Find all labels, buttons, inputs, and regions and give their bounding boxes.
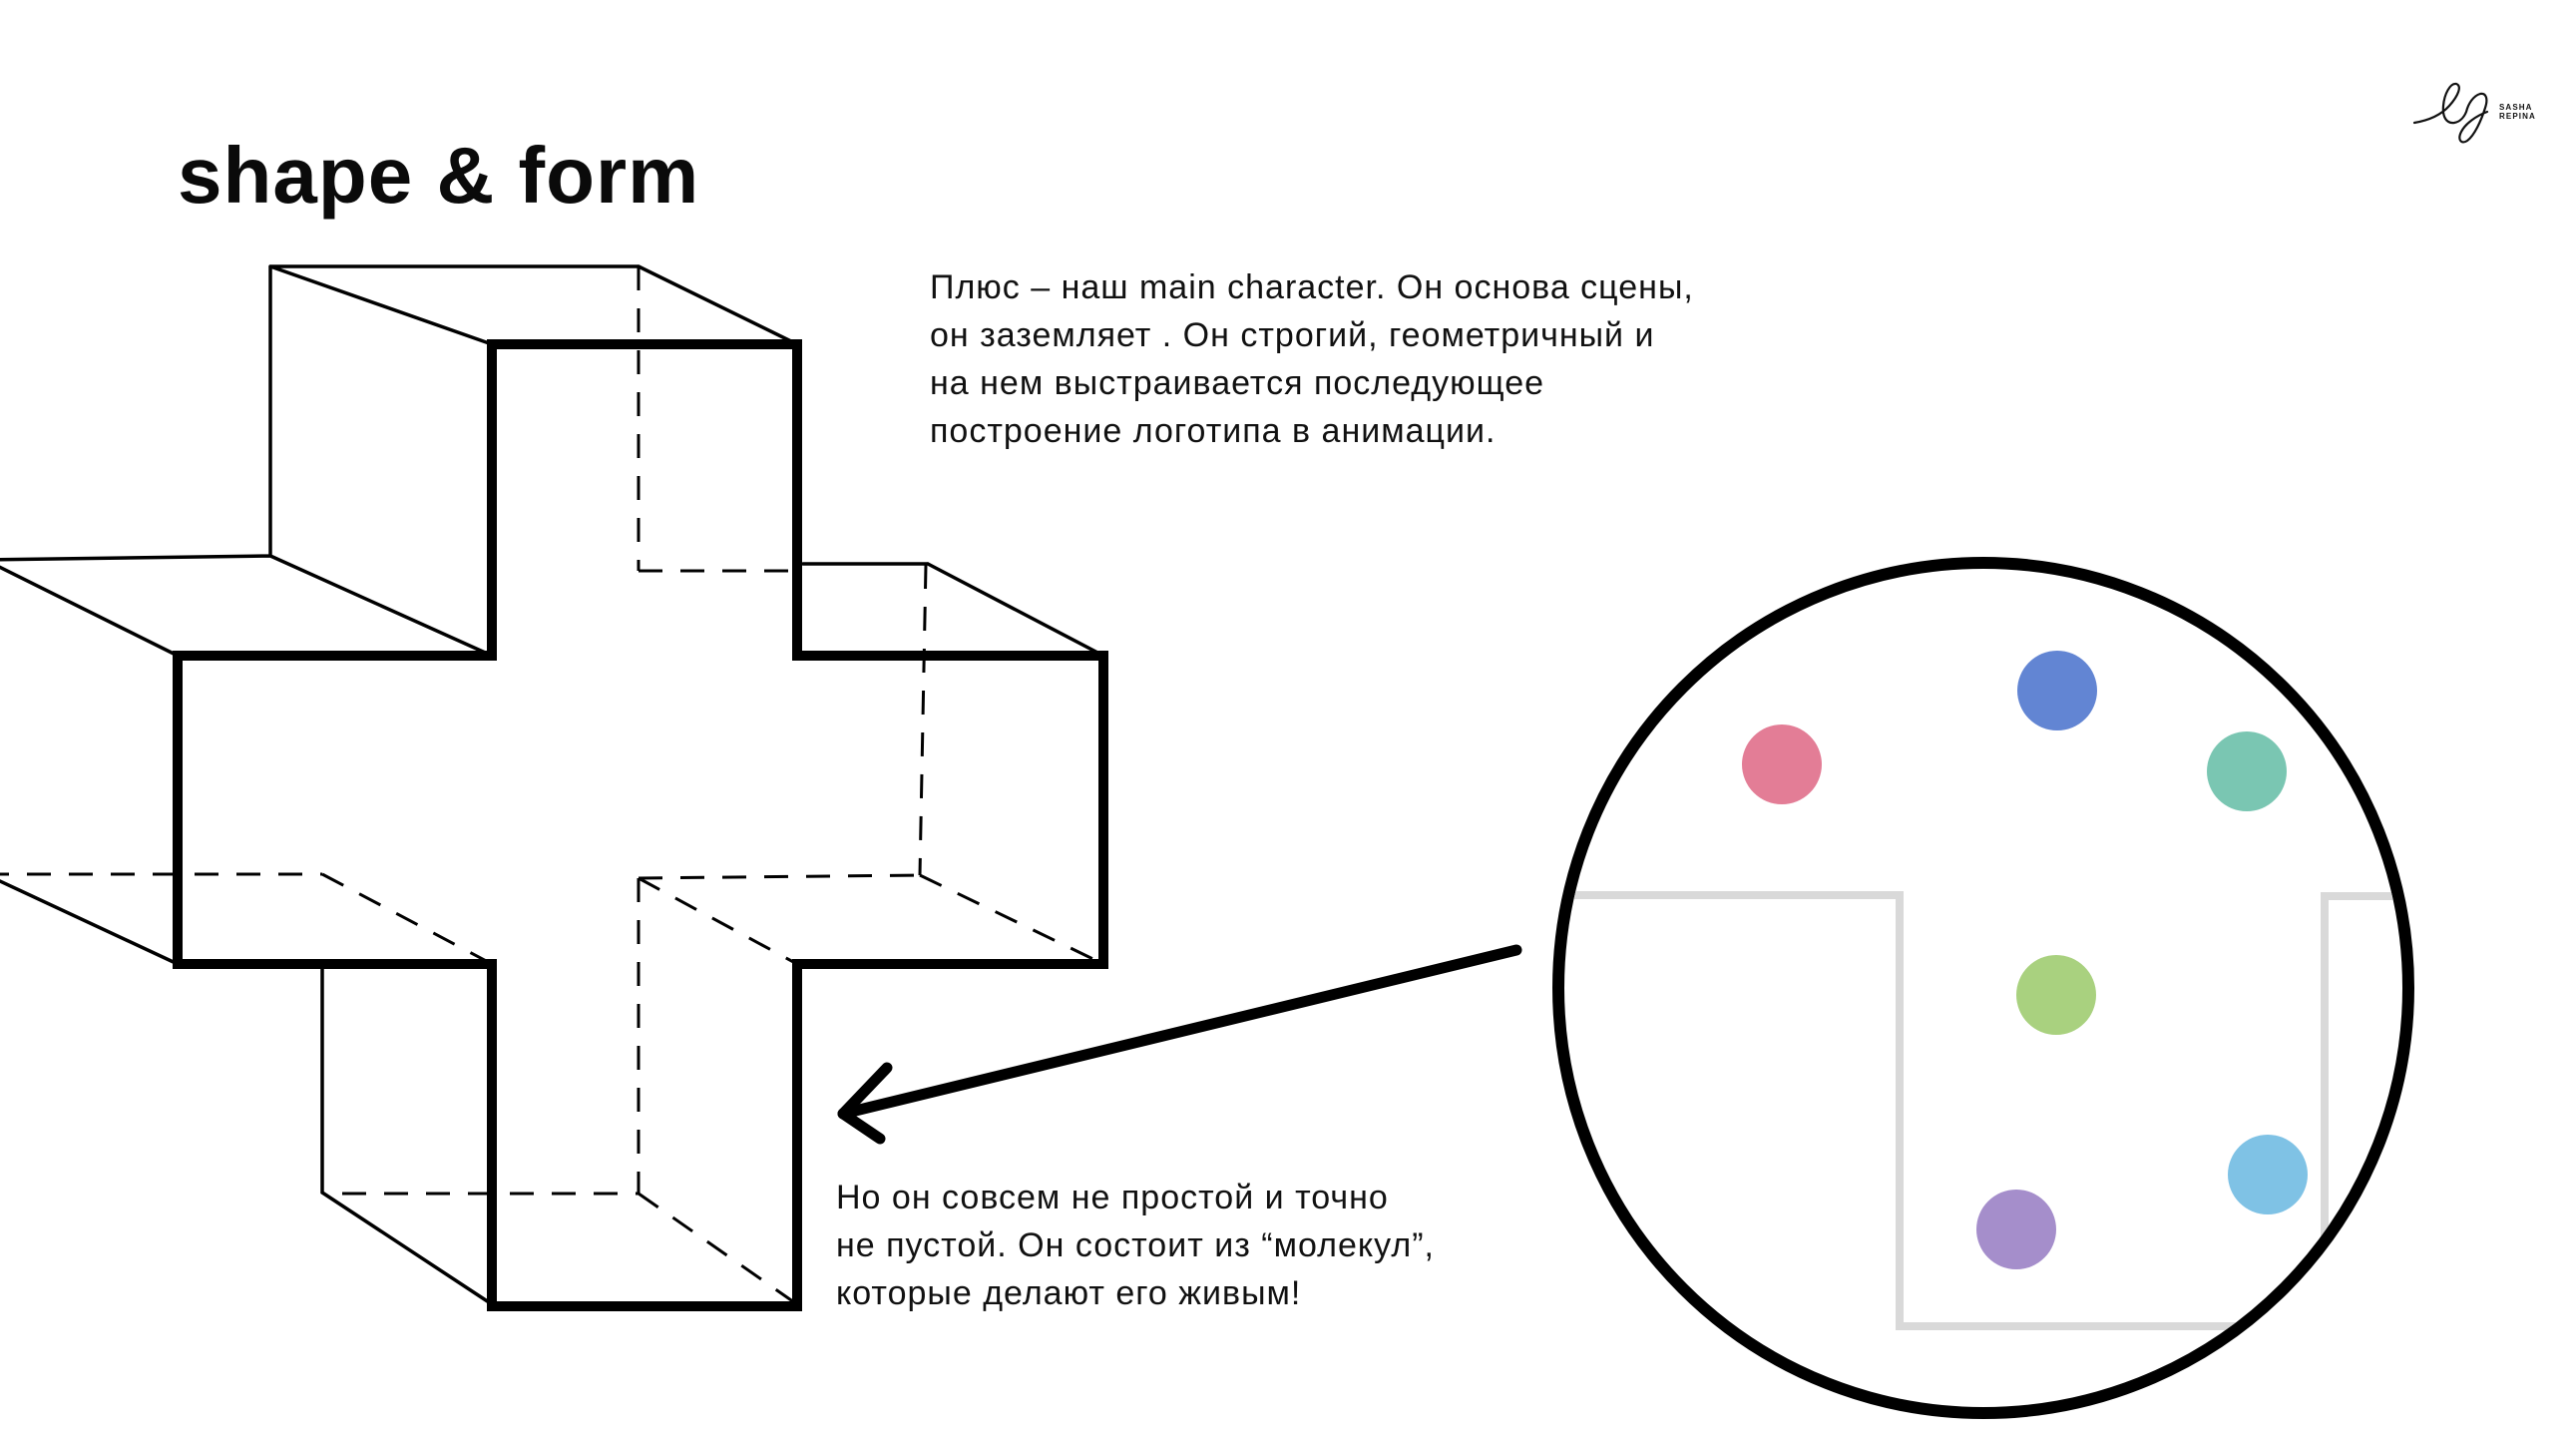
signature-name-line1: SASHA — [2499, 103, 2533, 112]
plus-back-edges — [0, 264, 1105, 1304]
molecule-dots — [1742, 651, 2308, 1269]
molecule-dot-blue — [2017, 651, 2097, 730]
page-title: shape & form — [178, 131, 700, 220]
intro-paragraph: Плюс – наш main character. Он основа сце… — [930, 268, 1694, 450]
molecule-dot-teal — [2207, 731, 2287, 811]
arrow-head — [837, 1062, 893, 1145]
signature-name-line2: REPINA — [2499, 112, 2536, 121]
signature-name: SASHA REPINA — [2499, 103, 2536, 121]
signature-icon — [2412, 82, 2489, 144]
magnified-plus-outline — [1564, 891, 2402, 1330]
arrow-shaft — [837, 944, 1522, 1120]
molecule-dot-green — [2016, 955, 2096, 1035]
magnified-plus-right-edge — [2321, 892, 2402, 1267]
magnified-plus-left-edge — [1564, 891, 2280, 1330]
molecule-dot-sky-blue — [2228, 1135, 2308, 1214]
molecules-paragraph: Но он совсем не простой и точно не пусто… — [836, 1179, 1435, 1312]
plus-front-outline — [173, 339, 1108, 1311]
magnifier-circle — [1552, 557, 2414, 1419]
arrow — [837, 944, 1522, 1145]
molecule-dot-purple — [1976, 1190, 2056, 1269]
author-signature: SASHA REPINA — [2409, 80, 2549, 150]
molecule-dot-pink — [1742, 724, 1822, 804]
